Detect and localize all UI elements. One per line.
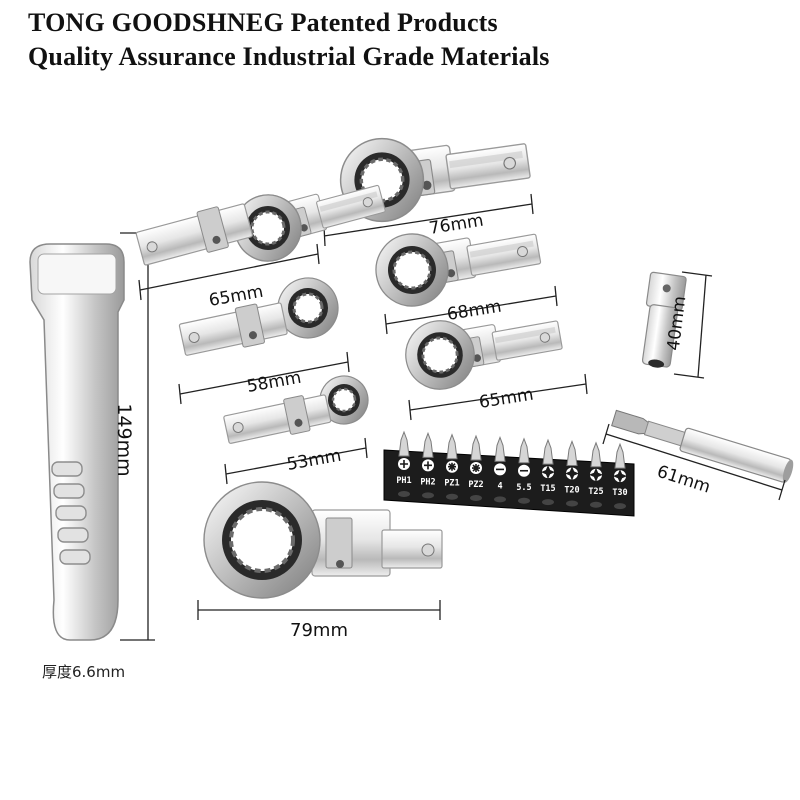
dimension-line-adapter xyxy=(673,271,713,379)
driver-bit: T30 xyxy=(612,442,628,510)
dimension-label-65mm-right: 65mm xyxy=(478,385,535,413)
dimension-label-76mm: 76mm xyxy=(428,211,485,239)
driver-bit: T25 xyxy=(588,441,604,508)
bit-label: 4 xyxy=(497,481,502,491)
bit-label: T15 xyxy=(540,484,555,494)
phillips-icon xyxy=(422,459,434,472)
driver-bit: T20 xyxy=(564,440,580,507)
flex-wrench-53mm xyxy=(223,394,332,444)
slot-icon xyxy=(494,463,506,476)
driver-bit: 4 xyxy=(494,435,506,503)
pozi-icon xyxy=(446,460,458,473)
torx-icon xyxy=(564,466,580,481)
bit-label: 5.5 xyxy=(516,483,531,493)
headline-line-1: TONG GOODSHNEG Patented Products xyxy=(28,8,498,37)
pozi-icon xyxy=(470,462,482,475)
driver-bit: PZ2 xyxy=(468,434,484,502)
dimension-label-68mm: 68mm xyxy=(446,297,503,325)
dimension-line-65mm-right xyxy=(408,373,588,421)
flex-wrench-79mm xyxy=(203,481,443,599)
bit-holder: PH1 PH2 PZ1 PZ2 4 5.5 T15 T20 T25 T30 xyxy=(383,430,635,517)
ratchet-handle xyxy=(29,243,125,641)
dimension-line-79mm xyxy=(197,600,441,620)
dimension-label-58mm: 58mm xyxy=(245,368,302,397)
dimension-line-58mm xyxy=(178,351,350,405)
driver-bit: T15 xyxy=(540,438,556,506)
driver-bit: PZ1 xyxy=(444,433,460,500)
dimension-line-extension xyxy=(602,423,786,501)
driver-bit: PH1 xyxy=(396,430,412,497)
dimension-line-68mm xyxy=(384,285,558,335)
bit-label: PZ1 xyxy=(444,479,459,489)
thickness-label: 厚度6.6mm xyxy=(42,663,126,681)
bit-label: PH1 xyxy=(396,476,411,486)
flex-wrench-58mm xyxy=(178,302,288,356)
driver-bit: 5.5 xyxy=(516,437,532,504)
bit-label: T25 xyxy=(588,487,603,497)
bit-extension-bar xyxy=(611,409,794,483)
dimension-label-53mm: 53mm xyxy=(285,446,342,475)
dimension-label-handle: 149mm xyxy=(113,403,135,476)
bit-label: PZ2 xyxy=(468,480,483,490)
driver-bit: PH2 xyxy=(420,431,436,499)
bit-label: T30 xyxy=(612,488,627,498)
phillips-icon xyxy=(398,458,410,470)
dimension-line-53mm xyxy=(224,437,368,485)
slot-icon xyxy=(518,464,530,477)
dimension-label-79mm: 79mm xyxy=(290,620,348,641)
torx-icon xyxy=(612,469,628,484)
bit-label: PH2 xyxy=(420,477,435,487)
bit-label: T20 xyxy=(564,485,579,495)
torx-icon xyxy=(540,465,556,480)
dimension-line-65mm-left xyxy=(138,243,320,301)
headline-line-2: Quality Assurance Industrial Grade Mater… xyxy=(28,42,550,71)
torx-icon xyxy=(588,467,604,482)
dimension-label-extension: 61mm xyxy=(654,462,712,498)
socket-adapter xyxy=(641,271,687,368)
